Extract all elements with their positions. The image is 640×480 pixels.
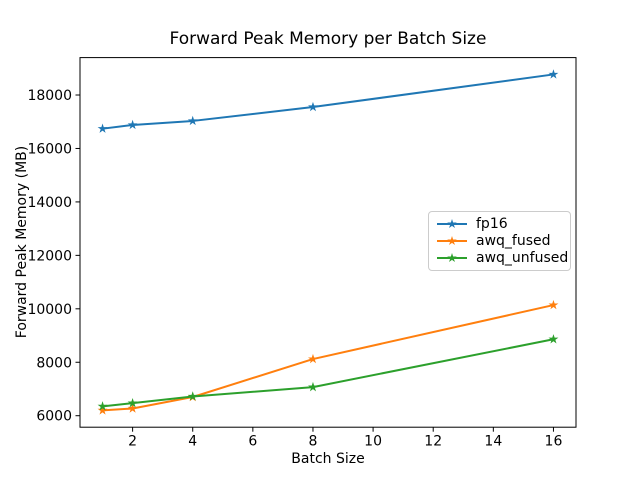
data-point-marker-fp16 [127,119,138,130]
series-line-awq_unfused [101,338,555,408]
y-tick-label: 8000 [36,355,72,371]
data-point-marker-awq_fused [308,353,318,364]
chart-title: Forward Peak Memory per Batch Size [169,29,487,49]
y-tick-label: 12000 [27,248,72,264]
x-tick-label: 8 [309,434,318,450]
legend-line-marker-fp16 [437,218,467,228]
data-point-marker-awq_unfused [308,381,318,392]
legend: fp16 awq_fused awq_unfused [428,211,571,271]
legend-line-marker-awq-unfused [437,253,467,263]
data-point-marker-fp16 [97,123,108,133]
y-axis-label: Forward Peak Memory (MB) [14,145,30,339]
y-tick-label: 16000 [27,141,72,157]
data-point-marker-awq_fused [548,299,559,310]
x-axis-label: Batch Size [291,451,365,467]
y-tick-label: 18000 [27,88,72,104]
data-point-marker-awq_unfused [187,391,198,401]
data-point-marker-awq_fused [97,405,108,415]
legend-item-awq-unfused: awq_unfused [436,250,569,267]
y-tick-label: 6000 [36,409,72,425]
data-point-marker-fp16 [187,115,198,126]
data-point-marker-awq_unfused [97,401,108,411]
data-point-marker-fp16 [548,69,559,79]
legend-star-icon [447,253,457,263]
x-tick-label: 10 [364,434,382,450]
x-tick-label: 2 [128,434,137,450]
data-point-marker-awq_fused [127,403,138,413]
x-tick-label: 4 [188,434,197,450]
axes-frame [79,57,577,428]
legend-star-icon [447,235,457,246]
legend-star-icon [447,218,457,228]
legend-item-awq-fused: awq_fused [436,232,566,249]
data-point-marker-awq_unfused [127,397,138,408]
legend-item-fp16: fp16 [436,215,566,232]
legend-label-fp16: fp16 [476,215,508,232]
legend-label-awq-fused: awq_fused [476,232,551,249]
data-point-marker-awq_unfused [548,334,559,344]
x-tick-label: 12 [424,434,442,450]
series-line-awq_fused [101,304,555,412]
legend-line-marker-awq-fused [437,235,467,246]
x-tick-label: 16 [545,434,563,450]
y-tick-label: 10000 [27,302,72,318]
data-point-marker-fp16 [308,101,318,112]
x-tick-label: 6 [248,434,257,450]
x-tick-label: 14 [484,434,502,450]
series-line-fp16 [101,73,555,130]
legend-label-awq-unfused: awq_unfused [476,250,569,267]
y-tick-label: 14000 [27,195,72,211]
